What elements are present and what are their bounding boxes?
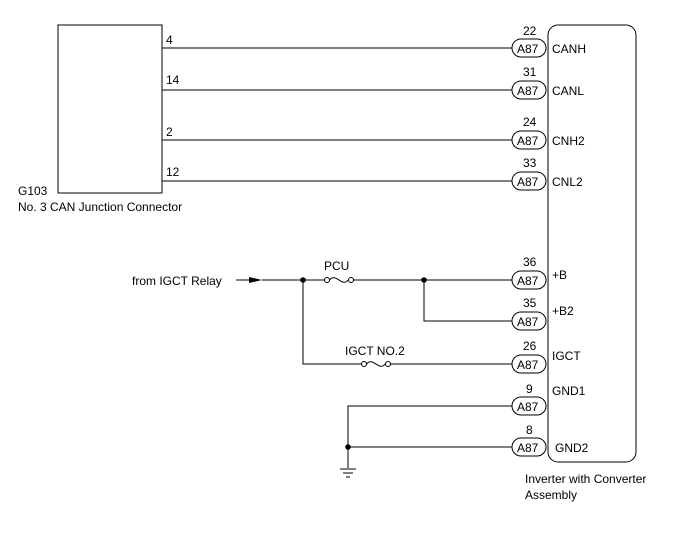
igct-branch-wire — [302, 280, 361, 365]
inverter-name-line1: Inverter with Converter — [525, 472, 646, 486]
inverter-name-line2: Assembly — [525, 488, 577, 502]
fuse-igct-no2 — [361, 361, 391, 367]
junction-connector-box — [57, 24, 163, 194]
junction-connector-code: G103 — [18, 184, 48, 198]
signal-label-gnd2: GND2 — [555, 441, 589, 455]
connector-a87-pill — [511, 311, 547, 331]
connector-a87-pill — [511, 80, 547, 100]
power-pin-b: 36 A87 +B — [511, 255, 567, 290]
inverter-pin-number: 8 — [526, 423, 533, 437]
power-pin-igct: 26 A87 IGCT — [511, 339, 581, 374]
connector-a87-pill — [511, 270, 547, 290]
connector-a87-pill — [511, 130, 547, 150]
inverter-pin-number: 9 — [526, 382, 533, 396]
inverter-pin-number: 35 — [523, 296, 537, 310]
connector-code: A87 — [517, 42, 539, 56]
fuse-label-igct-no2: IGCT NO.2 — [345, 344, 405, 358]
can-wire-cnl2: 12 33 A87 CNL2 — [162, 156, 583, 191]
fuse-label-pcu: PCU — [324, 259, 349, 273]
signal-label-b: +B — [552, 268, 567, 282]
connector-code: A87 — [517, 441, 539, 455]
connector-code: A87 — [517, 134, 539, 148]
connector-code: A87 — [517, 358, 539, 372]
gnd1-wire — [347, 405, 512, 468]
inverter-pin-number: 36 — [523, 255, 537, 269]
ground-pin-gnd1: 9 A87 GND1 — [511, 382, 586, 416]
connector-code: A87 — [517, 315, 539, 329]
can-wire-cnh2: 2 24 A87 CNH2 — [162, 115, 585, 150]
power-pin-b2: 35 A87 +B2 — [511, 296, 574, 331]
inverter-pin-number: 26 — [523, 339, 537, 353]
ground-pin-gnd2: 8 A87 GND2 — [511, 423, 589, 457]
connector-code: A87 — [517, 175, 539, 189]
signal-label-gnd1: GND1 — [552, 384, 586, 398]
b2-branch-wire — [423, 280, 512, 322]
arrow-right-icon — [249, 277, 262, 283]
connector-a87-pill — [511, 171, 547, 191]
junction-connector-name: No. 3 CAN Junction Connector — [18, 200, 182, 214]
can-wire-canl: 14 31 A87 CANL — [162, 65, 584, 100]
connector-code: A87 — [517, 400, 539, 414]
inverter-box — [547, 24, 637, 463]
junction-dot — [345, 444, 351, 450]
signal-label-igct: IGCT — [552, 349, 581, 363]
junction-pin-number: 12 — [166, 165, 180, 179]
junction-pin-number: 14 — [166, 73, 180, 87]
inverter-pin-number: 22 — [523, 24, 537, 38]
signal-label-b2: +B2 — [552, 304, 574, 318]
inverter-pin-number: 24 — [523, 115, 537, 129]
can-wire-canh: 4 22 A87 CANH — [162, 24, 586, 58]
inverter-pin-number: 31 — [523, 65, 537, 79]
connector-a87-pill — [511, 38, 547, 58]
ground-icon — [340, 468, 356, 478]
signal-label-canh: CANH — [552, 42, 586, 56]
signal-label-canl: CANL — [552, 84, 584, 98]
junction-pin-number: 2 — [166, 125, 173, 139]
connector-code: A87 — [517, 274, 539, 288]
connector-a87-pill — [511, 354, 547, 374]
junction-pin-number: 4 — [166, 33, 173, 47]
signal-label-cnl2: CNL2 — [552, 175, 583, 189]
connector-code: A87 — [517, 84, 539, 98]
source-label: from IGCT Relay — [132, 274, 222, 288]
signal-label-cnh2: CNH2 — [552, 134, 585, 148]
fuse-pcu — [324, 277, 354, 283]
inverter-pin-number: 33 — [523, 156, 537, 170]
